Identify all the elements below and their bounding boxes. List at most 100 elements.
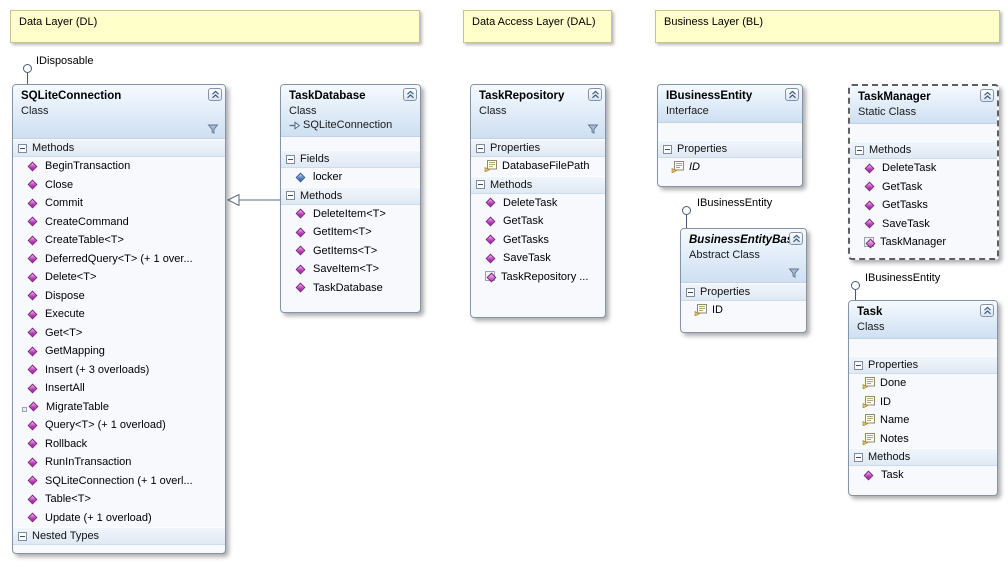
member-row[interactable]: MigrateTable: [13, 398, 225, 417]
class-header[interactable]: BusinessEntityBase Abstract Class: [681, 229, 806, 283]
member-row[interactable]: ID: [681, 301, 806, 320]
filter-funnel-icon[interactable]: [207, 122, 219, 134]
member-row[interactable]: ID: [849, 393, 997, 412]
member-row[interactable]: DeleteTask: [471, 194, 605, 213]
collapse-minus-icon[interactable]: [18, 143, 27, 153]
member-row[interactable]: GetTasks: [471, 231, 605, 250]
member-row[interactable]: ID: [658, 158, 802, 177]
section-header-methods[interactable]: Methods: [281, 186, 420, 205]
collapse-chevron-button[interactable]: [980, 89, 994, 102]
member-row[interactable]: CreateTable<T>: [13, 231, 225, 250]
collapse-minus-icon[interactable]: [686, 287, 695, 297]
inheritance-connector[interactable]: [227, 192, 280, 208]
member-row[interactable]: Table<T>: [13, 490, 225, 509]
class-box-businessentitybase[interactable]: BusinessEntityBase Abstract Class Proper…: [680, 228, 807, 333]
member-row[interactable]: SQLiteConnection (+ 1 overl...: [13, 472, 225, 491]
collapse-minus-icon[interactable]: [476, 180, 485, 189]
member-row[interactable]: TaskManager: [850, 233, 997, 252]
class-header[interactable]: Task Class: [849, 301, 997, 339]
collapse-chevron-button[interactable]: [980, 304, 994, 317]
collapse-minus-icon[interactable]: [854, 360, 863, 370]
member-row[interactable]: CreateCommand: [13, 213, 225, 232]
collapse-chevron-button[interactable]: [208, 88, 222, 101]
filter-funnel-icon[interactable]: [587, 122, 599, 134]
member-row[interactable]: SaveTask: [850, 215, 997, 234]
method-icon: [295, 245, 306, 256]
member-row[interactable]: Update (+ 1 overload): [13, 509, 225, 528]
collapse-chevron-button[interactable]: [588, 88, 602, 101]
member-row[interactable]: Notes: [849, 430, 997, 449]
class-box-sqliteconnection[interactable]: SQLiteConnection Class Methods BeginTran…: [12, 84, 226, 554]
class-box-taskmanager[interactable]: TaskManager Static Class Methods DeleteT…: [848, 84, 999, 260]
collapse-minus-icon[interactable]: [855, 145, 864, 155]
section-header-properties[interactable]: Properties: [681, 283, 806, 301]
member-row[interactable]: InsertAll: [13, 379, 225, 398]
member-row[interactable]: SaveItem<T>: [281, 260, 420, 279]
class-header[interactable]: TaskRepository Class: [471, 85, 605, 139]
collapse-chevron-button[interactable]: [403, 88, 417, 101]
member-row[interactable]: GetMapping: [13, 342, 225, 361]
member-row[interactable]: Query<T> (+ 1 overload): [13, 416, 225, 435]
section-header-methods[interactable]: Methods: [471, 175, 605, 194]
collapse-minus-icon[interactable]: [286, 154, 295, 164]
collapse-minus-icon[interactable]: [663, 144, 672, 154]
member-row[interactable]: SaveTask: [471, 249, 605, 268]
member-row[interactable]: GetItem<T>: [281, 223, 420, 242]
collapse-chevron-button[interactable]: [789, 232, 803, 245]
comment-business-layer[interactable]: Business Layer (BL): [655, 10, 1000, 43]
interface-lollipop-icon[interactable]: [23, 64, 32, 73]
section-header-nested-types[interactable]: Nested Types: [13, 527, 225, 545]
filter-funnel-icon[interactable]: [788, 266, 800, 278]
class-box-task[interactable]: Task Class Properties Done ID Name Notes…: [848, 300, 998, 496]
member-row[interactable]: GetTask: [850, 178, 997, 197]
class-header[interactable]: IBusinessEntity Interface: [658, 85, 802, 123]
collapse-minus-icon[interactable]: [18, 531, 27, 541]
member-row[interactable]: Delete<T>: [13, 268, 225, 287]
member-label: Close: [45, 178, 74, 191]
member-row[interactable]: Insert (+ 3 overloads): [13, 361, 225, 380]
member-row[interactable]: Task: [849, 466, 997, 485]
section-header-methods[interactable]: Methods: [13, 139, 225, 157]
class-header[interactable]: TaskManager Static Class: [850, 86, 997, 124]
collapse-minus-icon[interactable]: [854, 452, 863, 462]
member-row[interactable]: TaskDatabase: [281, 279, 420, 298]
member-row[interactable]: Execute: [13, 305, 225, 324]
collapse-minus-icon[interactable]: [286, 191, 295, 200]
section-header-methods[interactable]: Methods: [849, 448, 997, 466]
class-box-taskrepository[interactable]: TaskRepository Class Properties Database…: [470, 84, 606, 318]
section-header-properties[interactable]: Properties: [849, 356, 997, 374]
member-row[interactable]: GetTask: [471, 212, 605, 231]
member-row[interactable]: Rollback: [13, 435, 225, 454]
class-box-ibusinessentity[interactable]: IBusinessEntity Interface Properties ID: [657, 84, 803, 187]
section-header-properties[interactable]: Properties: [471, 139, 605, 157]
member-row[interactable]: Close: [13, 176, 225, 195]
member-row[interactable]: Commit: [13, 194, 225, 213]
comment-data-layer[interactable]: Data Layer (DL): [10, 10, 420, 43]
member-row[interactable]: TaskRepository ...: [471, 268, 605, 287]
interface-lollipop-icon[interactable]: [851, 281, 860, 290]
interface-lollipop-icon[interactable]: [682, 206, 691, 215]
member-row[interactable]: Done: [849, 374, 997, 393]
section-header-methods[interactable]: Methods: [850, 141, 997, 159]
section-header-fields[interactable]: Fields: [281, 150, 420, 168]
member-row[interactable]: locker: [281, 168, 420, 187]
member-row[interactable]: DatabaseFilePath: [471, 157, 605, 176]
member-row[interactable]: RunInTransaction: [13, 453, 225, 472]
comment-data-access-layer[interactable]: Data Access Layer (DAL): [463, 10, 612, 43]
member-row[interactable]: Get<T>: [13, 324, 225, 343]
member-row[interactable]: DeleteTask: [850, 159, 997, 178]
member-row[interactable]: GetItems<T>: [281, 242, 420, 261]
member-row[interactable]: GetTasks: [850, 196, 997, 215]
collapse-minus-icon[interactable]: [476, 143, 485, 153]
member-row[interactable]: Dispose: [13, 287, 225, 306]
member-row[interactable]: DeferredQuery<T> (+ 1 over...: [13, 250, 225, 269]
member-row[interactable]: DeleteItem<T>: [281, 205, 420, 224]
collapse-chevron-button[interactable]: [785, 88, 799, 101]
member-row[interactable]: Name: [849, 411, 997, 430]
class-header[interactable]: SQLiteConnection Class: [13, 85, 225, 139]
class-box-taskdatabase[interactable]: TaskDatabase Class SQLiteConnection Fiel…: [280, 84, 421, 313]
class-header[interactable]: TaskDatabase Class SQLiteConnection: [281, 85, 420, 137]
section-header-properties[interactable]: Properties: [658, 140, 802, 158]
member-row[interactable]: BeginTransaction: [13, 157, 225, 176]
